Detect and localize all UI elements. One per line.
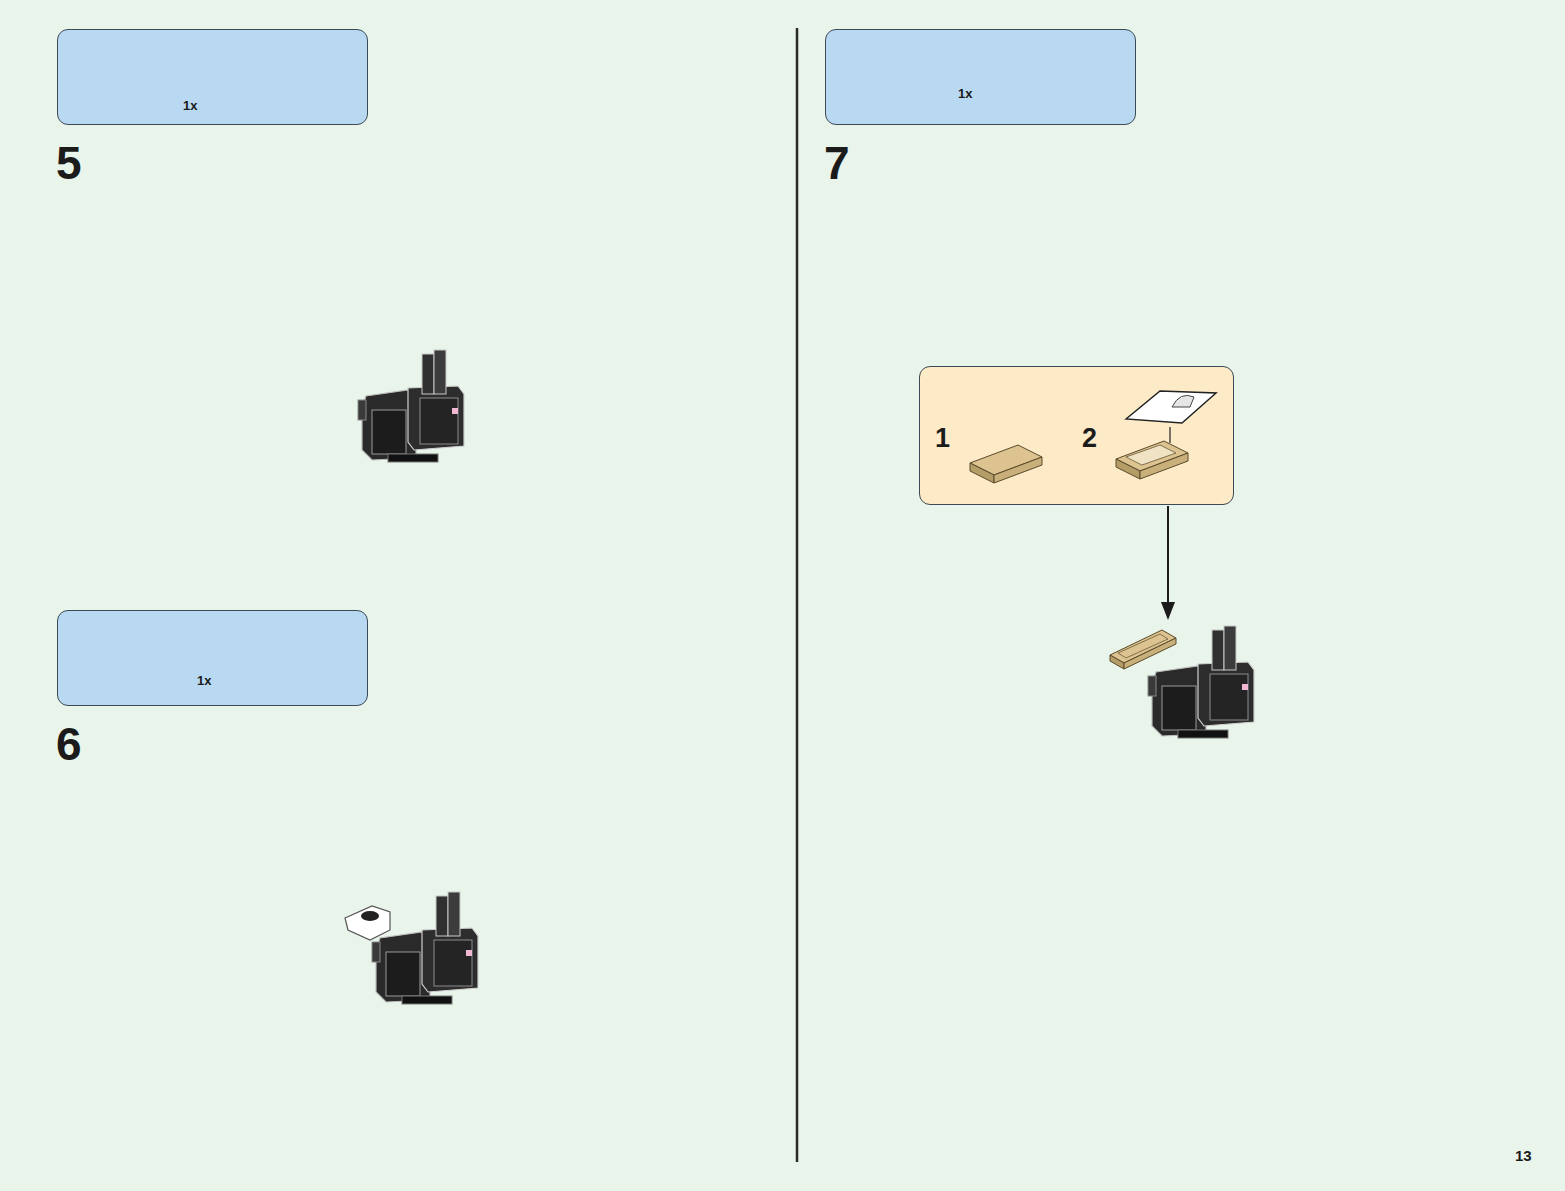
art-shape [1118, 634, 1168, 658]
sub-step-number: 1 [935, 423, 950, 454]
art-shape [970, 463, 994, 483]
quantity-label: 1x [197, 673, 211, 688]
art-shape [1110, 655, 1124, 669]
arrow-head [1161, 602, 1175, 620]
sub-assembly-art [920, 367, 1235, 506]
column-divider [796, 28, 799, 1162]
parts-list-box: 1x [57, 610, 368, 706]
art-shape [345, 906, 390, 940]
quantity-label: 1x [958, 86, 972, 101]
art-shape [1126, 391, 1216, 423]
art-shape [994, 457, 1042, 483]
sub-assembly-box: 12 [919, 366, 1234, 505]
art-shape [1169, 427, 1170, 443]
bracket-part [345, 906, 390, 940]
art-shape [361, 911, 379, 921]
step-number: 5 [56, 136, 82, 190]
bunny-model [358, 350, 464, 462]
printed-tile [1110, 630, 1176, 669]
sub-step-number: 2 [1082, 423, 1097, 454]
assembly-arrow [1167, 506, 1169, 604]
bunny-model [372, 892, 478, 1004]
art-shape [1172, 395, 1194, 407]
quantity-label: 1x [183, 98, 197, 113]
page-number: 13 [1515, 1147, 1532, 1164]
step-number: 7 [824, 136, 850, 190]
art-shape [1126, 445, 1176, 465]
parts-list-box: 1x [57, 29, 368, 125]
step-number: 6 [56, 717, 82, 771]
art-shape [1124, 638, 1176, 669]
parts-list-box: 1x [825, 29, 1136, 125]
